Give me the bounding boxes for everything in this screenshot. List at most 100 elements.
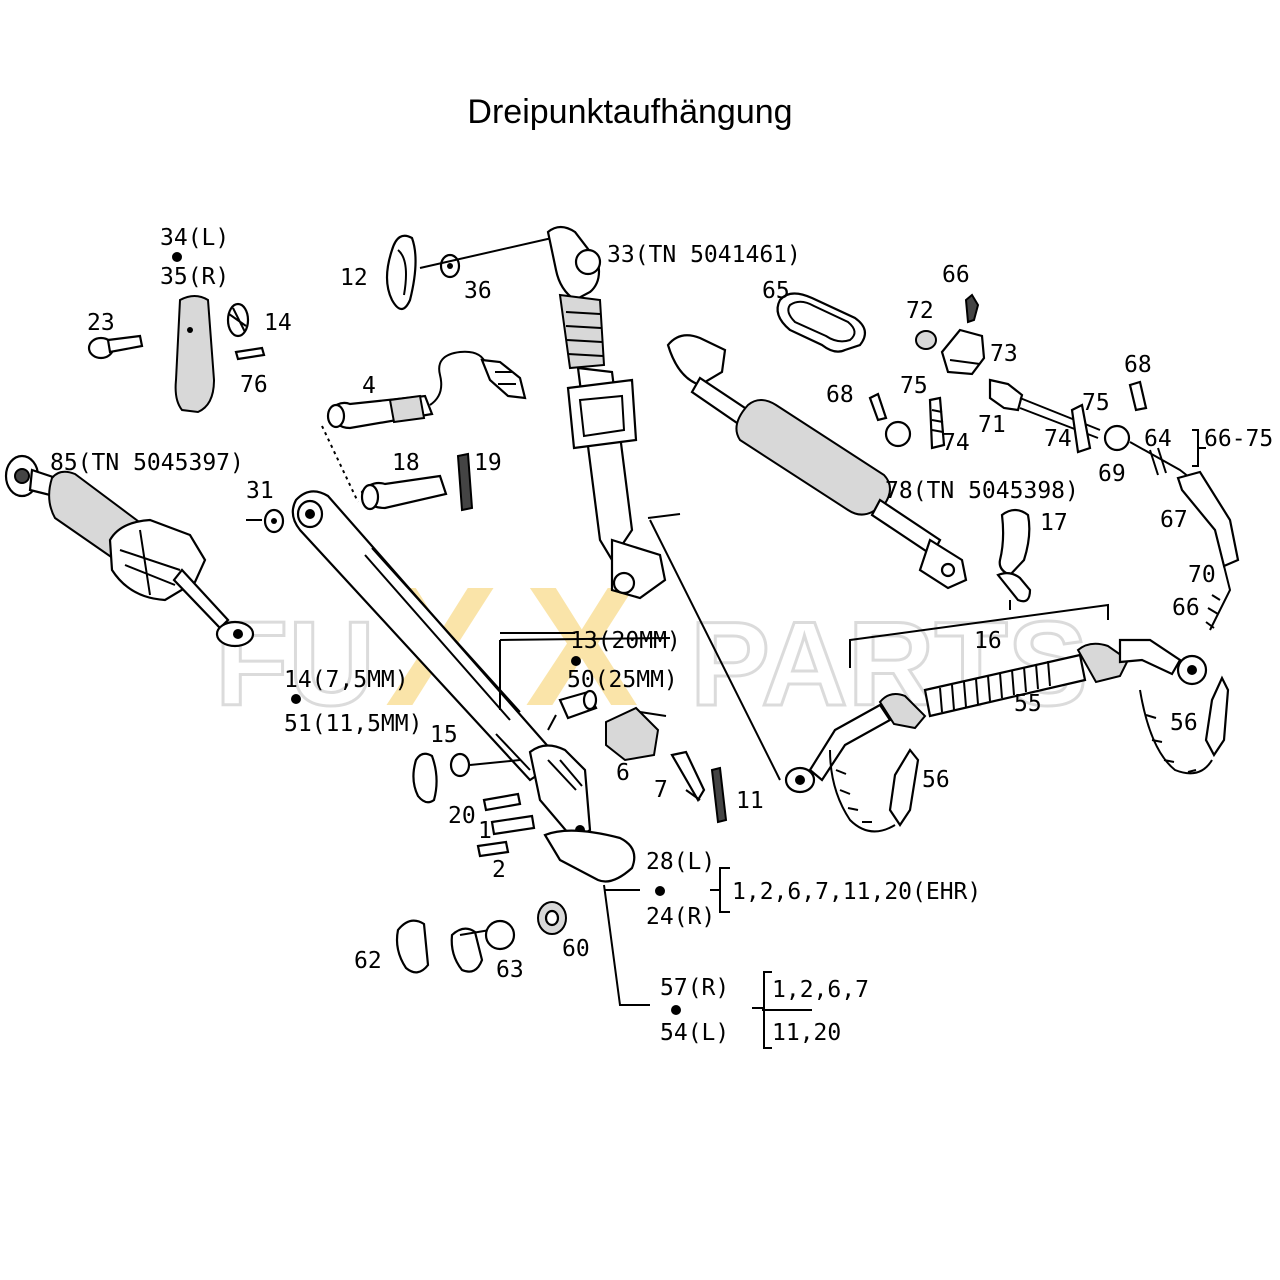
label-16: 16	[974, 628, 1002, 654]
part-1-pin	[490, 814, 536, 836]
label-6: 6	[616, 760, 630, 786]
part-17-clip	[998, 508, 1031, 577]
label-66-75: 66-75	[1204, 426, 1273, 452]
part-50-pin-end	[582, 689, 598, 711]
part-34-hole	[187, 327, 193, 333]
label-7: 7	[654, 777, 668, 803]
part-85-eye-hole	[14, 468, 30, 484]
part-lower-link-eye-hole	[305, 509, 315, 519]
leader-arm-to-hook	[495, 733, 531, 771]
break-mark-1	[1149, 449, 1159, 476]
label-19: 19	[474, 450, 502, 476]
label-54: 54(L)	[660, 1020, 729, 1046]
label-74-right: 74	[1044, 426, 1072, 452]
label-68-right: 68	[1124, 352, 1152, 378]
label-66-bottom: 66	[1172, 595, 1200, 621]
label-11: 11	[736, 788, 764, 814]
part-33-handle	[566, 378, 638, 450]
part-65-gasket-inner	[787, 300, 856, 343]
part-55-spring	[939, 660, 1051, 713]
part-36-hole	[447, 263, 453, 269]
part-2-pin	[476, 840, 510, 858]
part-56-chain-links-right	[1145, 714, 1197, 773]
part-33-thread-lines	[565, 311, 604, 357]
part-4-connector-detail	[495, 371, 516, 385]
part-73-detail	[949, 359, 981, 365]
label-67: 67	[1160, 507, 1188, 533]
part-11-spring	[710, 766, 728, 824]
label-12: 12	[340, 265, 368, 291]
part-65-gasket	[776, 292, 867, 353]
part-78-barrel	[735, 399, 891, 516]
label-35: 35(R)	[160, 264, 229, 290]
part-76-pin	[234, 346, 266, 361]
leader-4-dashed	[321, 425, 359, 503]
part-70-chain-links	[1205, 594, 1221, 629]
part-4-cable	[429, 350, 487, 406]
part-74-clip-right	[1070, 403, 1092, 454]
label-75-right: 75	[1082, 390, 1110, 416]
part-78-bottom-eye	[918, 538, 968, 590]
label-15: 15	[430, 722, 458, 748]
part-18-pin-end	[360, 483, 380, 511]
part-68-pin-left	[868, 392, 888, 422]
part-28-ball-socket	[543, 829, 636, 883]
label-74-left: 74	[942, 430, 970, 456]
label-71: 71	[978, 412, 1006, 438]
label-24: 24(R)	[646, 904, 715, 930]
leader-50	[547, 714, 557, 731]
label-kit-1: 1,2,6,7,11,20(EHR)	[732, 879, 981, 905]
label-78: 78(TN 5045398)	[885, 478, 1079, 504]
part-group-85	[4, 454, 255, 648]
part-67-arm	[1176, 470, 1240, 568]
part-56-chain-right	[1139, 689, 1213, 775]
part-group-pins-clips	[412, 733, 536, 858]
label-18: 18	[392, 450, 420, 476]
part-12-clip	[385, 234, 417, 311]
part-70-chain-upper	[1209, 565, 1232, 631]
part-12-clip-inner	[397, 249, 407, 296]
part-66-spring	[964, 293, 980, 324]
part-group-top-link	[385, 225, 681, 600]
part-group-78-cylinder	[666, 334, 968, 590]
part-16-left-nut	[878, 693, 927, 730]
part-68-pin-right	[1128, 380, 1148, 412]
part-ball	[484, 919, 516, 951]
part-4-nut	[388, 394, 426, 424]
label-72: 72	[906, 298, 934, 324]
label-57: 57(R)	[660, 975, 729, 1001]
part-78-top-eye	[666, 334, 727, 387]
label-60: 60	[562, 936, 590, 962]
leader-78-to-stabiliser	[649, 519, 781, 781]
leader-top-pin	[419, 237, 553, 269]
part-33-thread	[558, 293, 606, 370]
part-33-eye-hole	[574, 248, 602, 276]
label-23: 23	[87, 310, 115, 336]
label-75-left: 75	[900, 373, 928, 399]
label-kit-2a: 1,2,6,7	[772, 977, 869, 1003]
label-2: 2	[492, 857, 506, 883]
label-56-right: 56	[1170, 710, 1198, 736]
part-group-catch	[500, 632, 728, 824]
part-62-clip	[395, 919, 430, 974]
part-78-bottom-hole	[940, 562, 956, 578]
part-56-chain-links-left	[835, 769, 872, 823]
part-56-hook-right	[1204, 675, 1230, 758]
part-15-clip	[412, 752, 438, 804]
label-69: 69	[1098, 461, 1126, 487]
label-33: 33(TN 5041461)	[607, 242, 801, 268]
part-33-bottom-hole	[612, 571, 636, 595]
part-15-washer	[449, 752, 471, 778]
part-group-stabiliser-chain	[784, 508, 1230, 833]
break-mark-2	[1157, 447, 1167, 474]
part-group-linkage-right	[868, 293, 1240, 631]
label-kit-2b: 11,20	[772, 1020, 841, 1046]
callout-labels: 34(L) 35(R) 23 14 76 12 36 33(TN 5041461…	[50, 225, 1273, 1046]
leader-15	[469, 759, 521, 766]
label-50: 50(25MM)	[567, 667, 678, 693]
part-17-clip-lower	[996, 571, 1032, 603]
label-70: 70	[1188, 562, 1216, 588]
part-group-stabiliser	[87, 295, 266, 414]
